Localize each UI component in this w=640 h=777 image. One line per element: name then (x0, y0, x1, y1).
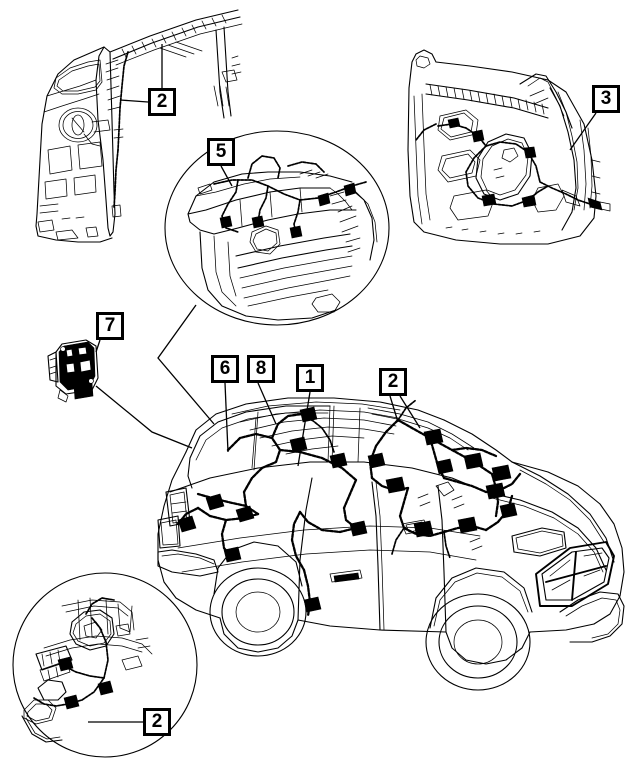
leader-3-door (569, 112, 597, 151)
callout-5-liftgate[interactable]: 5 (207, 138, 235, 166)
view-connector-module (47, 339, 99, 403)
callout-2-body-side[interactable]: 2 (148, 88, 176, 116)
leader-5-liftgate (220, 165, 233, 187)
callout-8-roof[interactable]: 8 (247, 355, 275, 383)
view-front-door-panel (407, 49, 611, 245)
leader-7-module (95, 339, 101, 353)
leader-8-roof (257, 382, 277, 425)
leader-1-body (297, 391, 311, 467)
leader-2-body (119, 99, 149, 103)
callout-2-inset[interactable]: 2 (143, 708, 171, 736)
leader-6-harness (224, 382, 229, 453)
leader-ellipse-to-roof (157, 304, 215, 425)
view-body-side-panel (35, 9, 243, 243)
leader-lines (88, 44, 597, 723)
leader-2-engine-a (389, 395, 399, 423)
view-vehicle-main (157, 397, 625, 691)
callout-6-roof[interactable]: 6 (211, 355, 239, 383)
view-pedal-detail (12, 572, 198, 758)
leader-module-to-vehicle (95, 385, 193, 449)
view-liftgate-detail (164, 130, 390, 326)
callout-7-module[interactable]: 7 (96, 312, 124, 340)
callout-3-door[interactable]: 3 (592, 85, 620, 113)
callout-2-engine[interactable]: 2 (379, 368, 407, 396)
callout-1-body[interactable]: 1 (296, 364, 324, 392)
leader-2-engine-b (399, 395, 421, 429)
